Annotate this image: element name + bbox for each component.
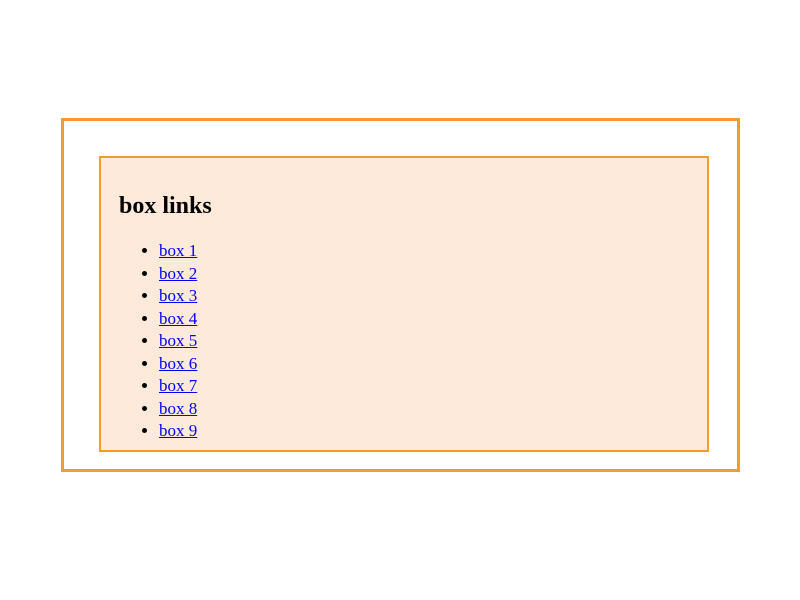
list-item: box 5 xyxy=(159,330,197,353)
box-link-4[interactable]: box 4 xyxy=(159,308,198,328)
box-link-9[interactable]: box 9 xyxy=(159,421,198,440)
list-item: box 6 xyxy=(159,353,197,376)
list-item: box 8 xyxy=(159,398,197,421)
box-link-6[interactable]: box 6 xyxy=(159,353,198,373)
box-links-panel: box links box 1 box 2 box 3 box 4 box 5 … xyxy=(99,156,709,452)
box-link-3[interactable]: box 3 xyxy=(159,286,198,305)
box-link-7[interactable]: box 7 xyxy=(159,376,198,395)
box-link-1[interactable]: box 1 xyxy=(159,241,198,260)
list-item: box 2 xyxy=(159,263,197,286)
box-link-5[interactable]: box 5 xyxy=(159,331,198,350)
box-link-2[interactable]: box 2 xyxy=(159,263,198,283)
list-item: box 3 xyxy=(159,285,197,308)
list-item: box 1 xyxy=(159,240,197,263)
box-links-list: box 1 box 2 box 3 box 4 box 5 box 6 box … xyxy=(119,240,197,443)
outer-frame: box links box 1 box 2 box 3 box 4 box 5 … xyxy=(61,118,740,472)
box-link-8[interactable]: box 8 xyxy=(159,398,198,418)
list-item: box 4 xyxy=(159,308,197,331)
page-title: box links xyxy=(119,193,212,219)
list-item: box 9 xyxy=(159,420,197,443)
list-item: box 7 xyxy=(159,375,197,398)
